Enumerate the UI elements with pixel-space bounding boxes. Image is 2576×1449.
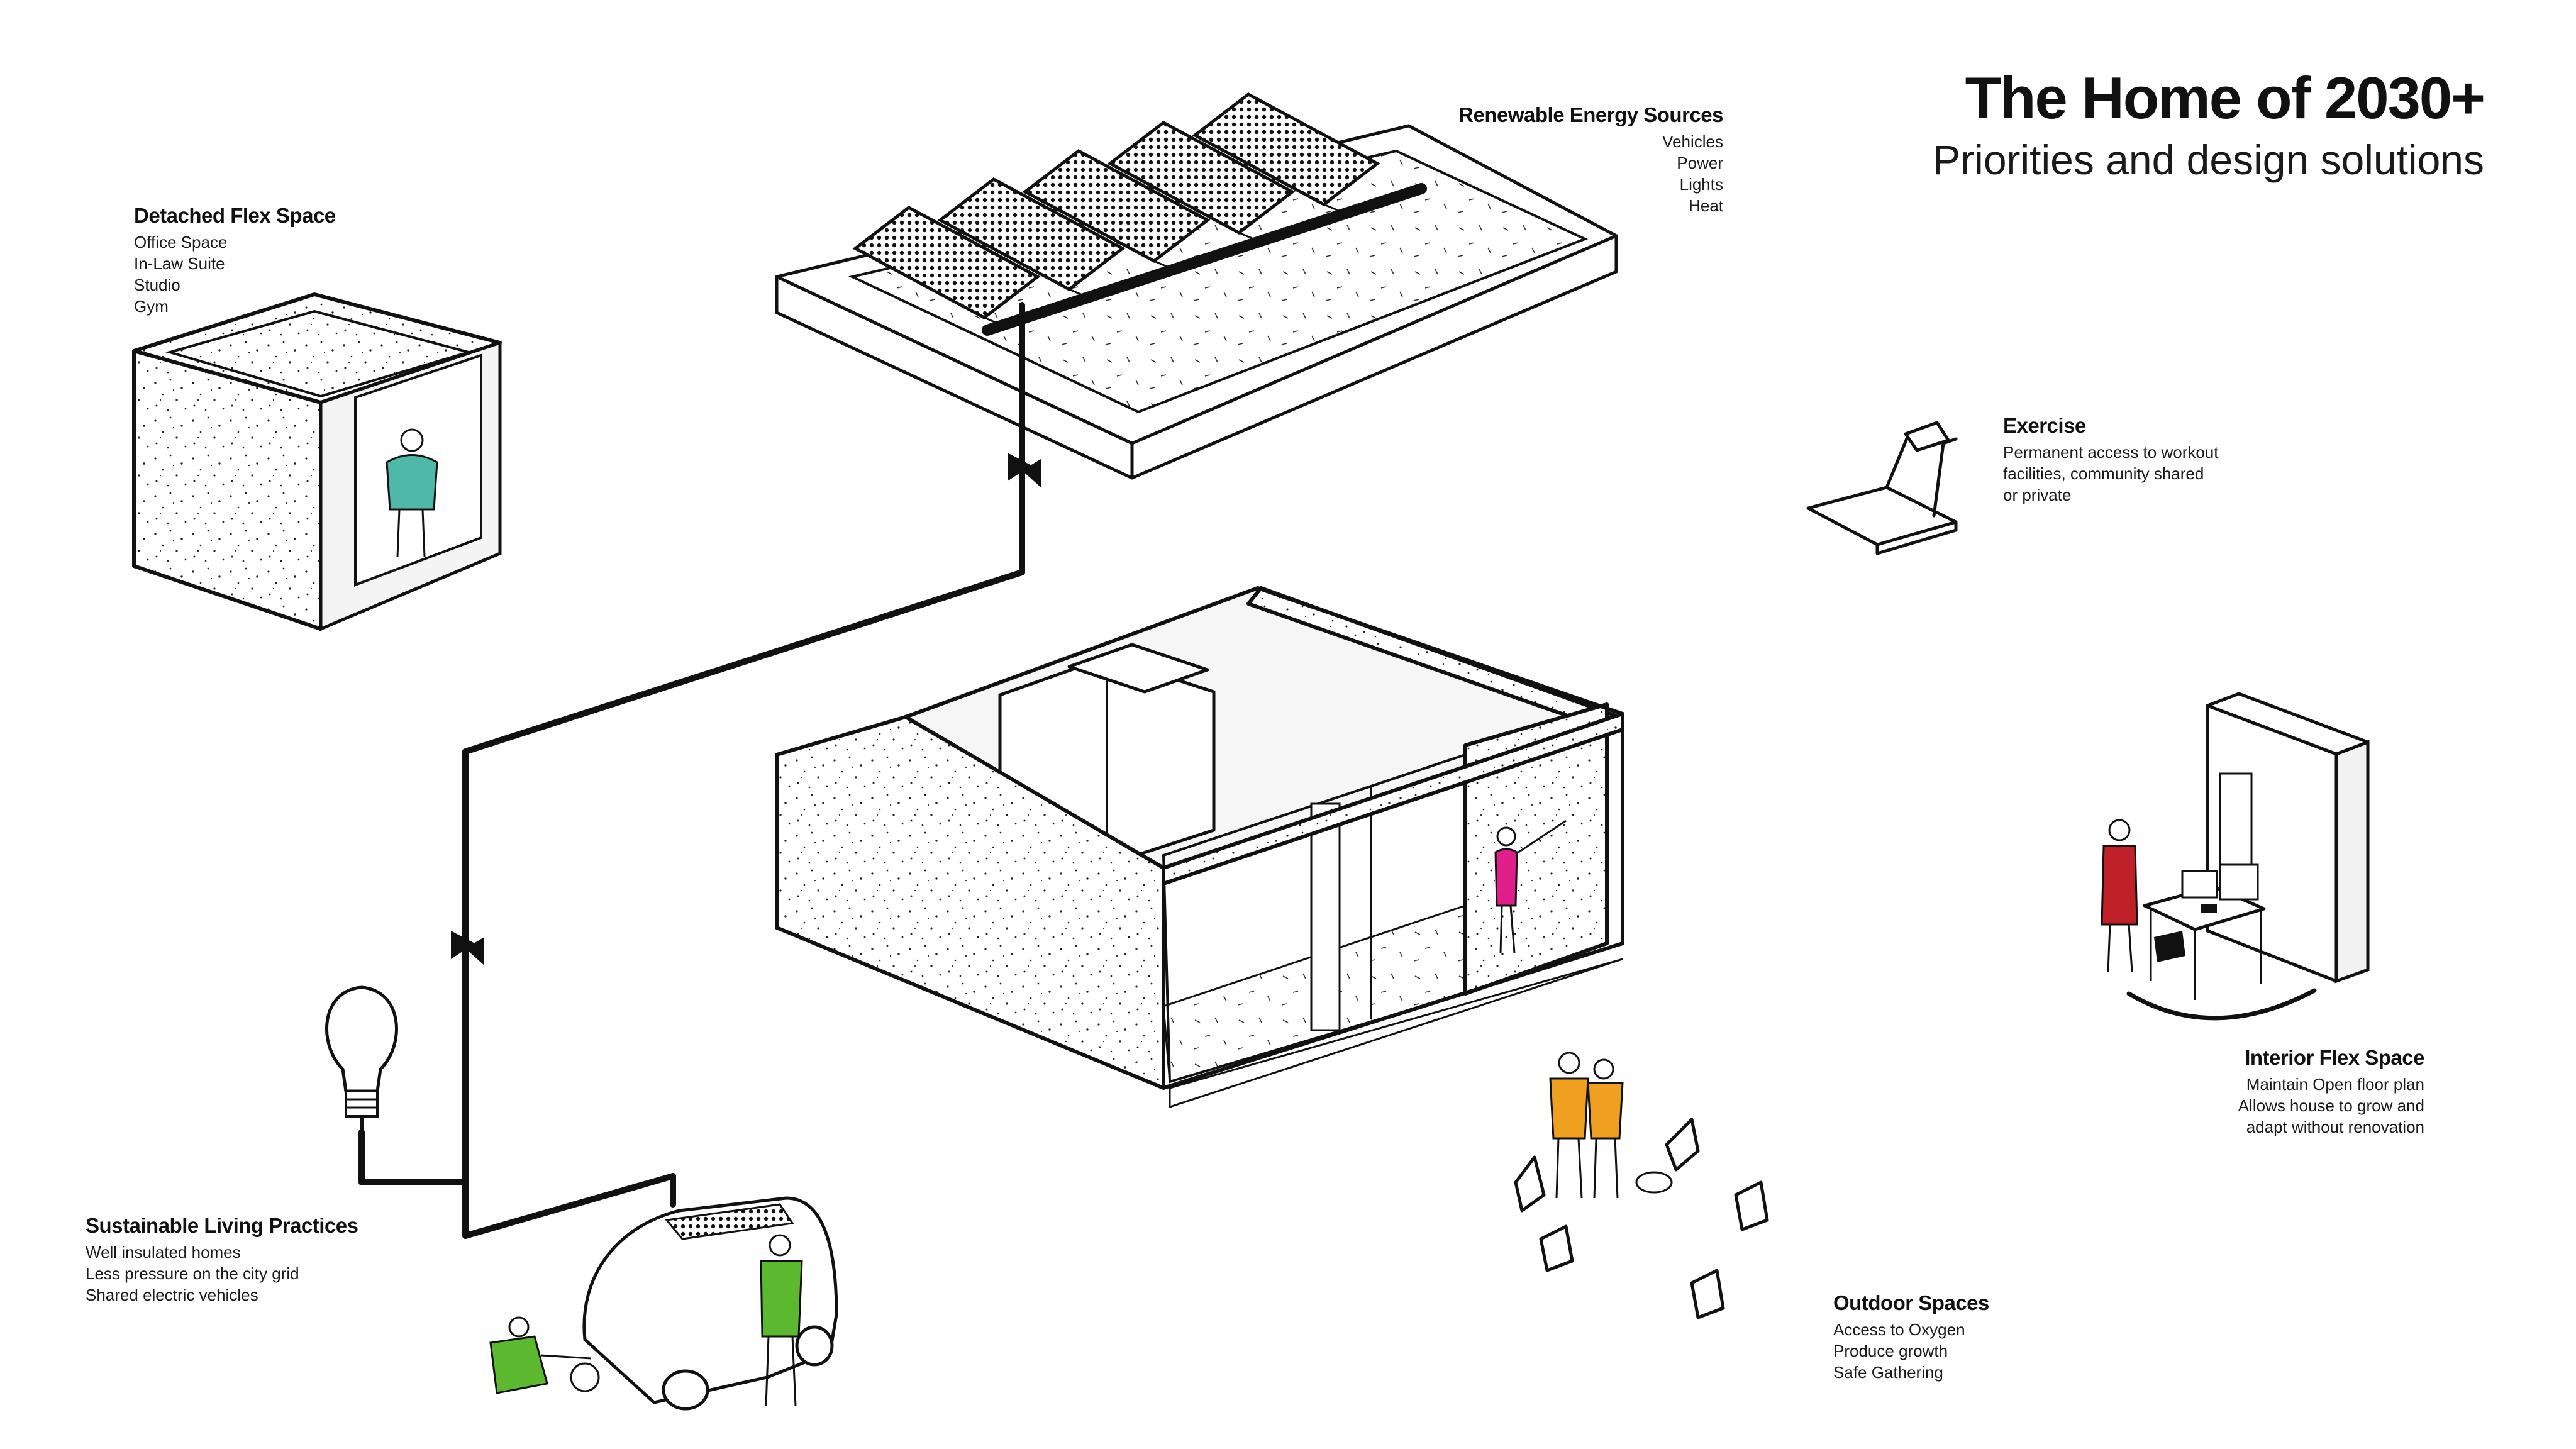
outdoor-label: Outdoor Spaces Access to Oxygen Produce … [1833, 1291, 1989, 1382]
outdoor-title: Outdoor Spaces [1833, 1291, 1989, 1314]
page-subtitle: Priorities and design solutions [1933, 136, 2484, 183]
electric-car-icon [489, 1196, 838, 1411]
exercise-line-1: Permanent access to workout [2003, 443, 2219, 462]
detached-line-2: In-Law Suite [134, 254, 225, 273]
interior-flex-scene [2101, 692, 2370, 1021]
sustainable-label: Sustainable Living Practices Well insula… [86, 1214, 358, 1304]
renewable-line-3: Lights [1680, 175, 1723, 194]
renewable-line-1: Vehicles [1662, 132, 1723, 151]
sustainable-line-2: Less pressure on the city grid [86, 1264, 299, 1283]
sustainable-title: Sustainable Living Practices [86, 1214, 358, 1237]
interior-line-3: adapt without renovation [2246, 1118, 2424, 1136]
magenta-person-figure [1494, 819, 1567, 953]
interior-line-2: Allows house to grow and [2238, 1096, 2424, 1115]
outdoor-scene [1514, 1052, 1769, 1319]
light-bulb-icon [325, 985, 398, 1134]
power-cable [358, 302, 1041, 1239]
teal-person-figure [386, 428, 438, 557]
detached-line-3: Studio [134, 275, 180, 294]
renewable-title: Renewable Energy Sources [1458, 103, 1723, 126]
renewable-line-4: Heat [1689, 196, 1724, 215]
exercise-title: Exercise [2003, 414, 2086, 437]
solar-roof [775, 92, 1618, 480]
green-person-standing [760, 1234, 803, 1406]
cable-switch-icon [451, 453, 1041, 965]
interior-title: Interior Flex Space [2245, 1046, 2424, 1069]
detached-flex-cube [132, 292, 502, 631]
page-title: The Home of 2030+ [1965, 65, 2484, 131]
detached-line-1: Office Space [134, 233, 227, 252]
renewable-line-2: Power [1677, 153, 1723, 172]
outdoor-line-1: Access to Oxygen [1833, 1320, 1965, 1339]
desk-workstation-icon [2143, 863, 2266, 1000]
main-house [775, 586, 1624, 1109]
exercise-line-3: or private [2003, 486, 2071, 504]
sustainable-line-3: Shared electric vehicles [86, 1285, 258, 1304]
sustainable-line-1: Well insulated homes [86, 1243, 241, 1262]
detached-title: Detached Flex Space [134, 204, 336, 227]
exercise-label: Exercise Permanent access to workout fac… [2003, 414, 2219, 504]
interior-line-1: Maintain Open floor plan [2246, 1075, 2424, 1094]
outdoor-line-3: Safe Gathering [1833, 1363, 1943, 1382]
detached-flex-label: Detached Flex Space Office Space In-Law … [134, 204, 336, 316]
renewable-energy-label: Renewable Energy Sources Vehicles Power … [1458, 103, 1724, 215]
green-person-crouching [489, 1316, 600, 1394]
detached-line-4: Gym [134, 297, 169, 316]
exercise-line-2: facilities, community shared [2003, 464, 2204, 483]
outdoor-line-2: Produce growth [1833, 1341, 1948, 1360]
adirondack-chair-icon [1514, 1118, 1769, 1319]
treadmill-icon [1806, 421, 1958, 555]
solar-panel-icon [852, 92, 1380, 328]
red-apron-person-figure [2101, 819, 2138, 972]
interior-flex-label: Interior Flex Space Maintain Open floor … [2238, 1046, 2425, 1136]
orange-couple-figures [1549, 1052, 1673, 1199]
